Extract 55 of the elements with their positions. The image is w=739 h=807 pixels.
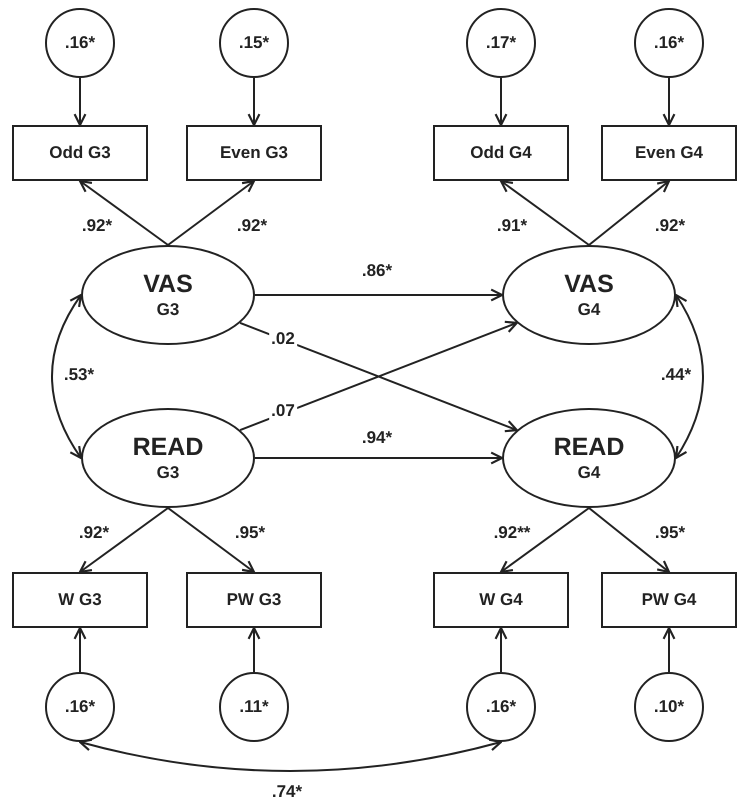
edge-label: .07 bbox=[269, 401, 297, 421]
arrow bbox=[248, 626, 260, 672]
node-label: Even G4 bbox=[634, 142, 704, 164]
double-headed-arrow bbox=[78, 738, 502, 772]
node-label: G4 bbox=[578, 462, 600, 484]
arrow bbox=[248, 78, 260, 126]
node-label: .16* bbox=[654, 32, 684, 54]
arrow bbox=[500, 180, 590, 246]
node-label: .16* bbox=[64, 32, 96, 54]
arrow bbox=[255, 452, 504, 464]
indicator-box bbox=[601, 572, 737, 628]
arrow bbox=[255, 288, 504, 302]
arrow bbox=[500, 507, 590, 574]
double-headed-arrow bbox=[51, 294, 82, 460]
arrow bbox=[494, 78, 508, 126]
node-label: .15* bbox=[238, 32, 270, 54]
indicator-box bbox=[186, 125, 322, 181]
node-label: VAS bbox=[564, 269, 614, 299]
arrow bbox=[167, 507, 256, 574]
indicator-box bbox=[433, 125, 569, 181]
arrow bbox=[588, 180, 670, 246]
arrow bbox=[78, 507, 169, 574]
arrow bbox=[662, 78, 676, 126]
edge-label: .02 bbox=[269, 329, 297, 349]
node-label: Even G3 bbox=[220, 142, 288, 164]
node-label: W G3 bbox=[58, 589, 102, 611]
indicator-box bbox=[12, 572, 148, 628]
arrow bbox=[74, 626, 86, 672]
node-label: VAS bbox=[143, 269, 193, 299]
node-label: .17* bbox=[486, 32, 516, 54]
node-label: .10* bbox=[654, 696, 684, 718]
node-label: READ bbox=[554, 432, 624, 462]
node-label: .16* bbox=[64, 696, 96, 718]
node-label: G4 bbox=[578, 299, 600, 321]
indicator-box bbox=[601, 125, 737, 181]
node-label: Odd G3 bbox=[49, 142, 111, 164]
arrow bbox=[167, 180, 256, 246]
node-label: PW G3 bbox=[226, 589, 282, 611]
arrow bbox=[494, 626, 508, 672]
indicator-box bbox=[433, 572, 569, 628]
node-label: G3 bbox=[156, 462, 180, 484]
node-label: .11* bbox=[239, 696, 269, 718]
indicator-box bbox=[186, 572, 322, 628]
arrow bbox=[588, 507, 670, 574]
node-label: W G4 bbox=[479, 589, 523, 611]
arrow bbox=[662, 626, 676, 672]
node-label: PW G4 bbox=[642, 589, 696, 611]
double-headed-arrow bbox=[674, 294, 704, 460]
indicator-box bbox=[12, 125, 148, 181]
node-label: G3 bbox=[156, 299, 180, 321]
arrow bbox=[74, 78, 86, 126]
node-label: .16* bbox=[486, 696, 516, 718]
node-label: READ bbox=[132, 432, 204, 462]
arrow bbox=[78, 180, 169, 246]
node-label: Odd G4 bbox=[470, 142, 532, 164]
